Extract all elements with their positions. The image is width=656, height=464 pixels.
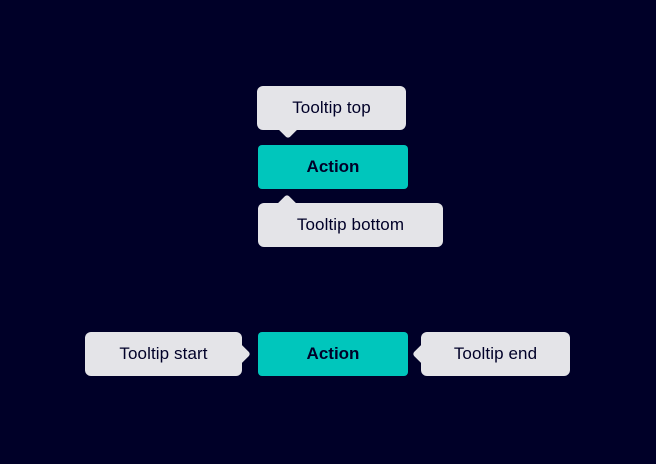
tooltip-bottom-label: Tooltip bottom — [296, 215, 405, 234]
tooltip-start: Tooltip start — [85, 332, 251, 376]
tooltip-arrow-down-icon — [278, 119, 298, 139]
tooltip-arrow-right-icon — [231, 344, 251, 364]
action-button-label: Action — [306, 344, 360, 363]
tooltip-top-label: Tooltip top — [292, 98, 371, 117]
tooltip-end-label: Tooltip end — [453, 344, 538, 363]
tooltip-bottom: Tooltip bottom — [258, 194, 443, 247]
tooltip-top: Tooltip top — [257, 86, 406, 139]
action-button-top[interactable]: Action — [258, 145, 408, 189]
action-button-bottom[interactable]: Action — [258, 332, 408, 376]
action-button-label: Action — [306, 157, 360, 176]
tooltip-end: Tooltip end — [412, 332, 570, 376]
tooltip-arrow-left-icon — [412, 344, 432, 364]
tooltip-arrow-up-icon — [277, 194, 297, 214]
tooltip-start-label: Tooltip start — [119, 344, 208, 363]
